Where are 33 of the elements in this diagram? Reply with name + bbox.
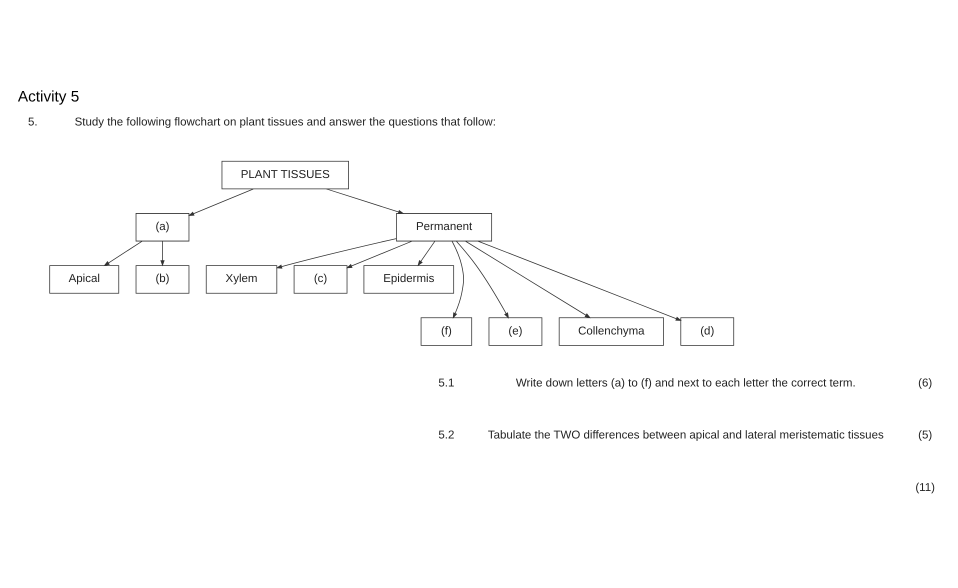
node-box: Xylem — [206, 265, 278, 294]
node-box: PLANT TISSUES — [222, 160, 349, 190]
arrow — [276, 238, 397, 269]
label: Tabulate the TWO differences between apical and lateral meristematic tissues — [488, 430, 884, 442]
node-box: (f) — [420, 317, 472, 346]
node-box: (c) — [294, 265, 348, 294]
arrow — [456, 240, 509, 319]
label: 5.2 — [438, 430, 454, 442]
node-box: (a) — [136, 213, 190, 242]
arrow — [188, 188, 254, 216]
node-box: Permanent — [396, 213, 492, 242]
arrow — [465, 240, 591, 318]
arrow — [346, 240, 412, 268]
node-box: (b) — [136, 265, 190, 294]
label: (6) — [918, 377, 932, 390]
node-box: Epidermis — [364, 265, 454, 294]
node-box: Apical — [49, 265, 120, 294]
arrow — [104, 240, 143, 266]
label: 5.1 — [438, 377, 454, 390]
arrow — [417, 240, 436, 266]
label: 5. — [28, 116, 38, 129]
label: (5) — [918, 430, 932, 442]
diagram-title: Activity 5 — [18, 88, 80, 106]
label: (11) — [915, 482, 935, 494]
node-box: Collenchyma — [558, 317, 664, 346]
label: Study the following flowchart on plant tissues and answer the questions that follow: — [74, 116, 496, 129]
node-box: (d) — [680, 317, 734, 346]
arrow — [160, 240, 165, 266]
node-box: (e) — [488, 317, 542, 346]
label: Write down letters (a) to (f) and next to each letter the correct term. — [516, 377, 856, 390]
arrow — [326, 188, 404, 214]
arrow — [478, 240, 682, 321]
arrow — [452, 240, 464, 319]
